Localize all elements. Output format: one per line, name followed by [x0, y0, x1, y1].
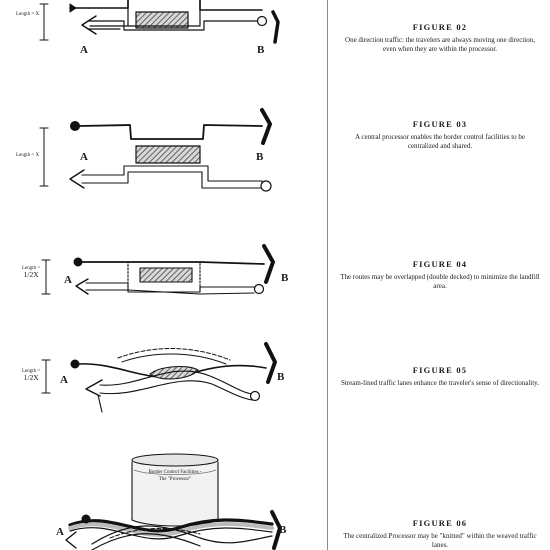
fig04-point-b: B: [281, 272, 289, 284]
fig03-title: FIGURE 03: [412, 119, 468, 129]
fig05-caption: Stream-lined traffic lanes enhance the t…: [341, 379, 539, 387]
fig05-diagram: [41, 342, 277, 413]
fig04-caption: The routes may be overlapped (double dec…: [340, 273, 540, 291]
fig05-caption-block: FIGURE 05 Stream-lined traffic lanes enh…: [340, 365, 540, 388]
fig03-diagram: [39, 108, 272, 192]
fig03-caption: A central processor enables the border c…: [354, 133, 526, 151]
fig06-caption: The centralized Processor may be "knitte…: [343, 532, 537, 550]
fig06-title: FIGURE 06: [412, 518, 468, 528]
fig06-processor-label: Border Control Facilities -The "Processo…: [148, 470, 202, 482]
fig04-title: FIGURE 04: [412, 259, 468, 269]
fig02-point-b: B: [257, 44, 265, 56]
fig03-point-a: A: [80, 151, 88, 163]
fig06-caption-block: FIGURE 06 The centralized Processor may …: [340, 518, 540, 550]
fig04-length-label: Length =1/2X: [22, 266, 41, 279]
column-divider: [327, 0, 328, 550]
fig06-diagram: [65, 453, 282, 550]
fig02-caption-block: FIGURE 02 One direction traffic: the tra…: [340, 22, 540, 54]
fig04-diagram: [41, 244, 275, 295]
fig02-diagram: [39, 0, 280, 44]
fig04-point-a: A: [64, 274, 72, 286]
fig06-point-a: A: [56, 526, 64, 538]
fig02-length-label: Length = X: [16, 12, 40, 17]
fig02-point-a: A: [80, 44, 88, 56]
fig06-point-b: B: [279, 524, 287, 536]
fig03-point-b: B: [256, 151, 264, 163]
fig02-title: FIGURE 02: [412, 22, 468, 32]
fig05-point-a: A: [60, 374, 68, 386]
fig02-caption: One direction traffic: the travelers are…: [345, 36, 535, 54]
fig05-length-label: Length =1/2X: [22, 369, 41, 382]
fig05-title: FIGURE 05: [412, 365, 468, 375]
fig04-caption-block: FIGURE 04 The routes may be overlapped (…: [340, 259, 540, 291]
fig03-caption-block: FIGURE 03 A central processor enables th…: [340, 119, 540, 151]
fig03-length-label: Length = X: [16, 153, 40, 158]
fig05-point-b: B: [277, 371, 285, 383]
